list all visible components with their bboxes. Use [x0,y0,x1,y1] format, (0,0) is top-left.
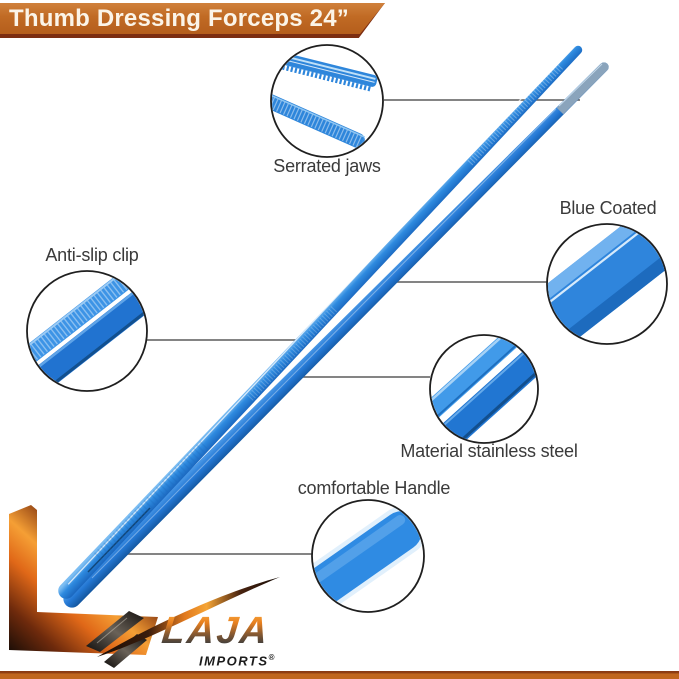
forceps-steel-tip [556,62,609,115]
page-title: Thumb Dressing Forceps 24” [9,5,349,32]
logo-chevron-large [86,611,144,652]
mid-arm-texture [247,305,338,401]
forceps [58,45,609,608]
forceps-arm-lower [63,62,609,608]
upper-arm-highlight [67,45,571,585]
material-label: Material stainless steel [400,441,578,461]
logo-chevron-streak [96,617,128,644]
callout-circle-anti-slip [26,270,148,392]
registered-trademark-symbol: ® [268,653,276,662]
handle-seam [87,507,151,573]
forceps-arm-upper [58,45,583,599]
comfortable-handle-label: comfortable Handle [297,478,451,498]
callout-circle-material [429,334,539,444]
anti-slip-grip-texture [94,440,209,561]
steel-tip-highlight [558,63,603,107]
callout-circle-serrated-jaws [270,44,384,158]
brand-logo-graphics [9,505,280,668]
callout-circle-blue-coated [546,223,668,345]
connector-lines [100,99,580,555]
brand-wordmark: LAJA [160,610,295,653]
anti-slip-clip-label: Anti-slip clip [45,245,139,265]
bottom-accent-bar [0,671,679,679]
blue-coated-label: Blue Coated [559,198,657,218]
title-banner: Thumb Dressing Forceps 24” [0,3,386,34]
brand-subtitle: IMPORTS® [199,653,309,668]
callout-circle-handle [311,499,425,613]
logo-flame-l-shape [9,505,158,655]
serrated-jaw-bottom [272,88,365,149]
logo-flame-swoosh [97,577,280,657]
logo-chevron-small [104,634,147,668]
brand-subtitle-text: IMPORTS [199,653,269,669]
lower-arm-highlight [91,108,557,579]
jaw-serration-texture [467,62,565,166]
serrated-jaws-label: Serrated jaws [273,156,381,176]
